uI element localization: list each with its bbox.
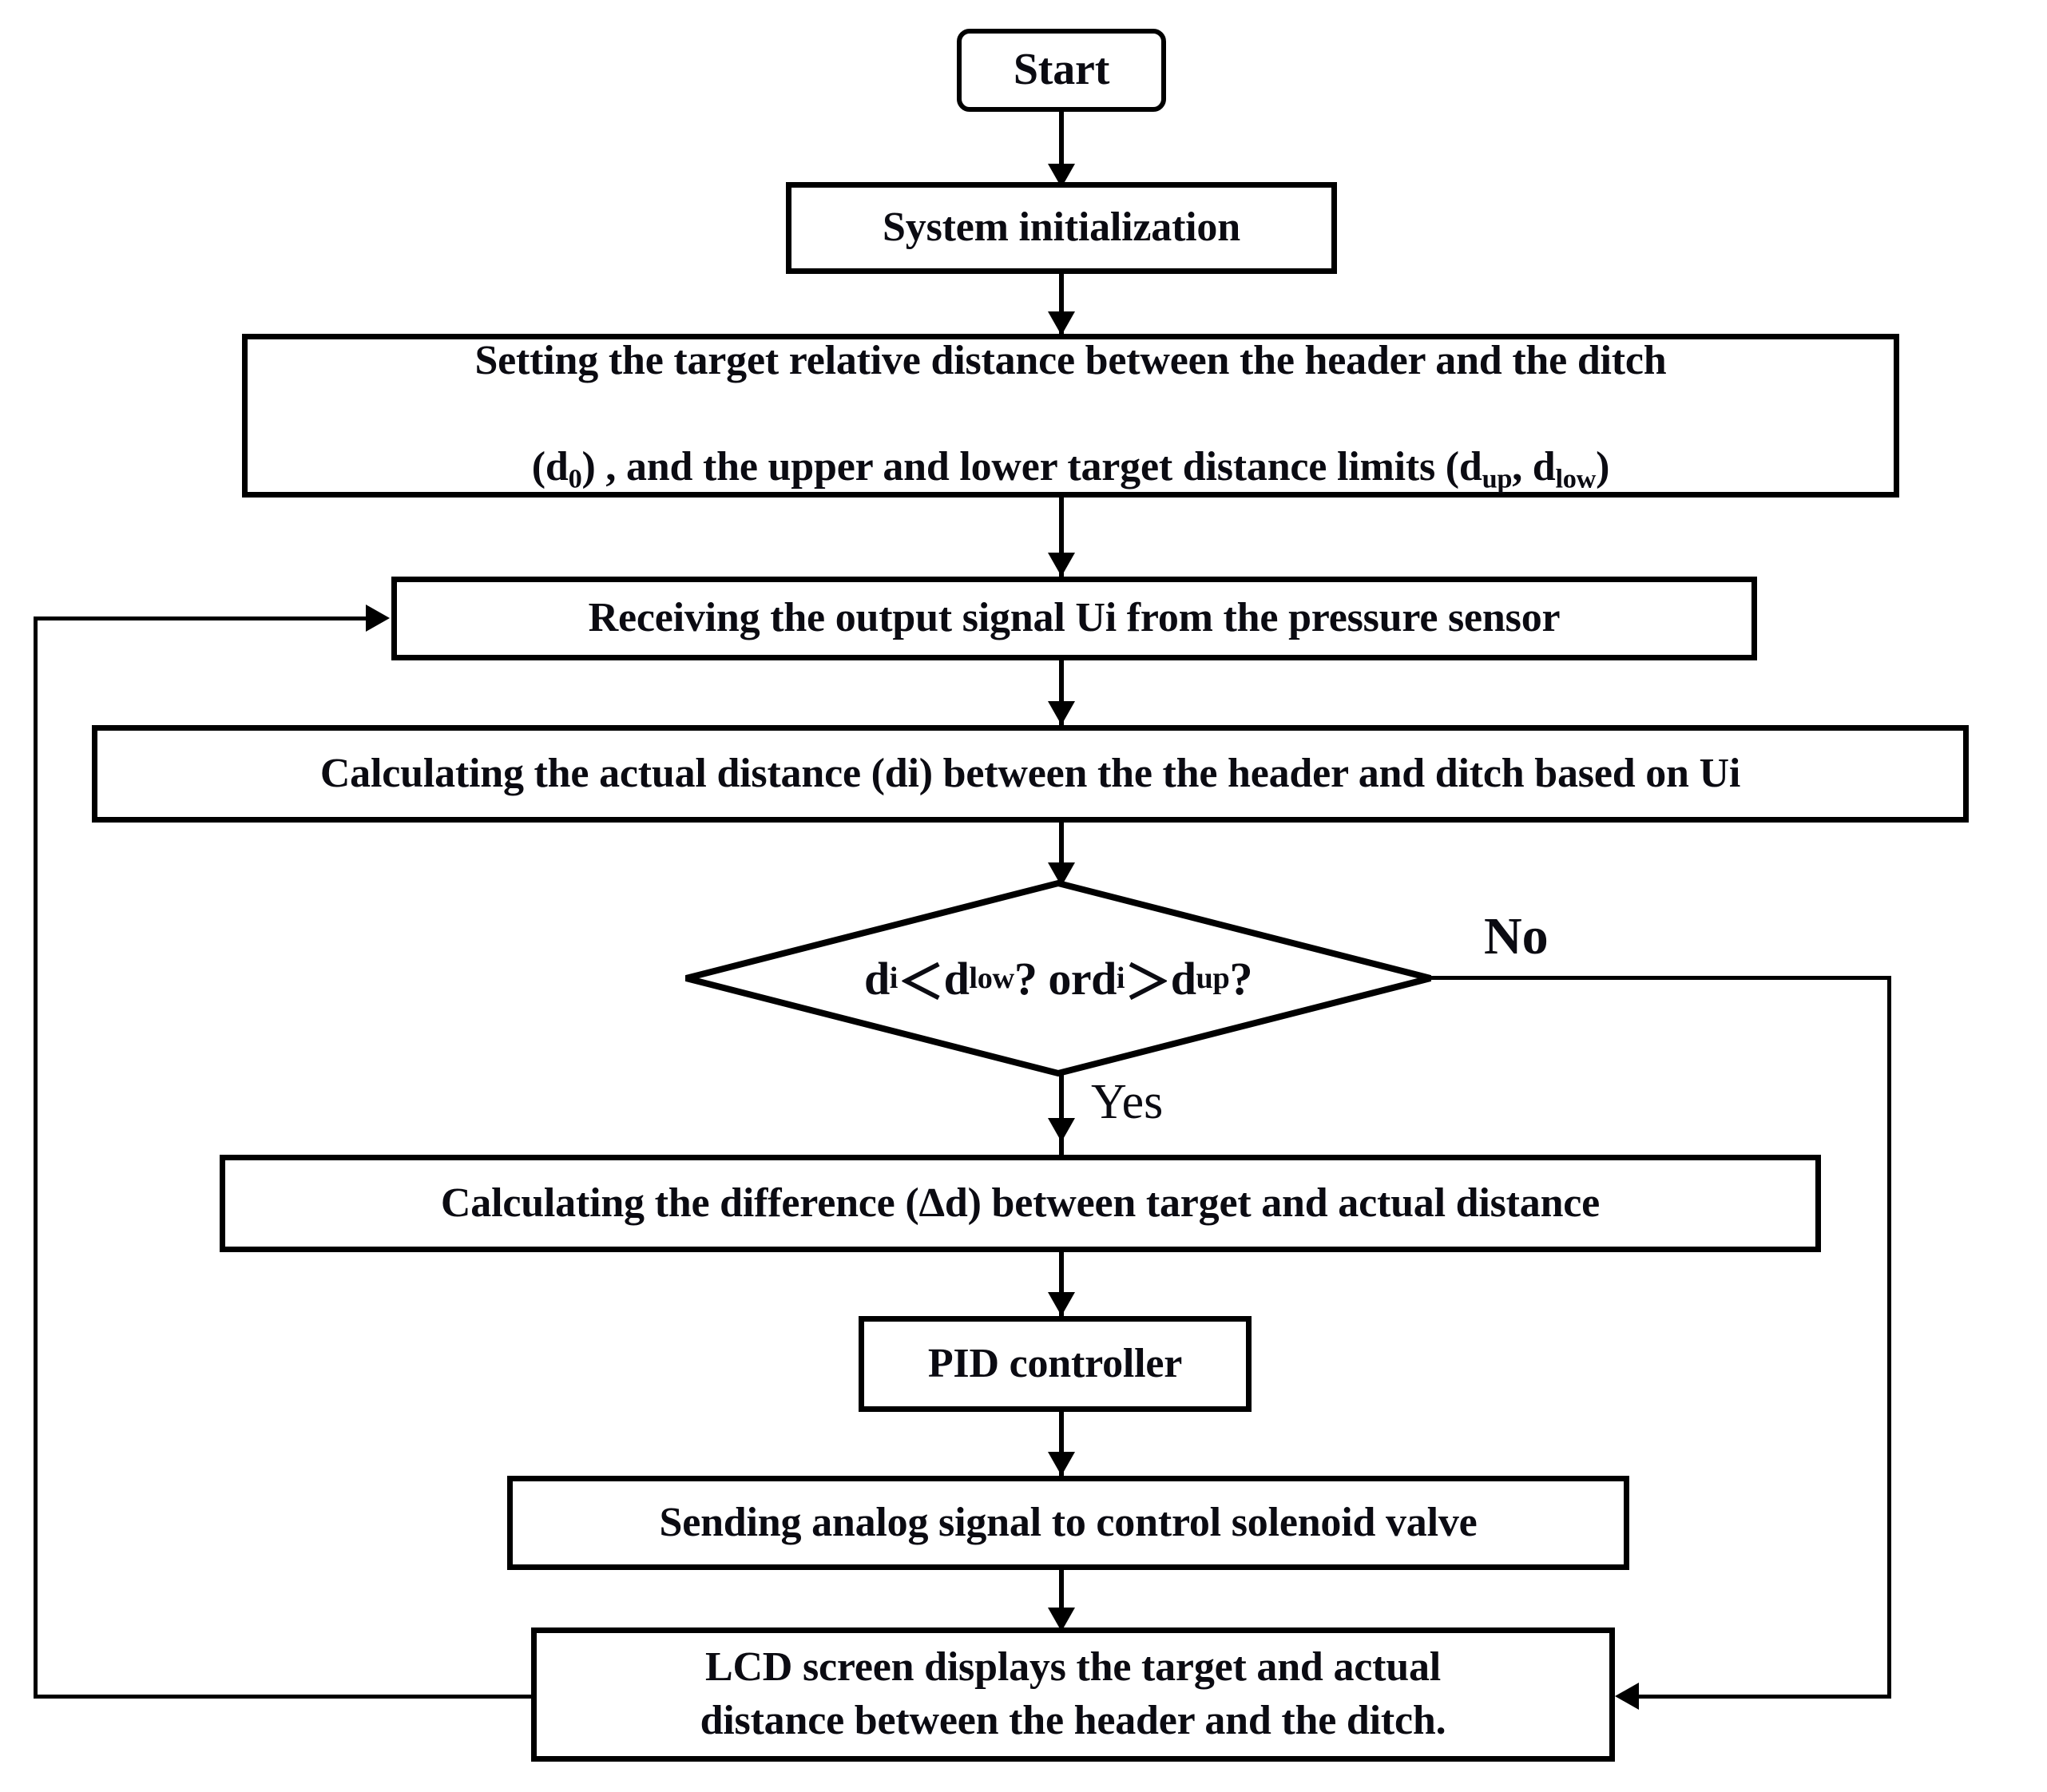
node-calculating-difference[interactable]: Calculating the difference (Δd) between … xyxy=(220,1155,1821,1252)
decision-di-1: d xyxy=(864,952,890,1005)
arrowhead-decision-yes xyxy=(1048,1118,1075,1142)
branch-label-no: No xyxy=(1484,907,1549,965)
connector-start-to-init xyxy=(1059,112,1064,182)
setting-sub-low: low xyxy=(1555,463,1597,494)
arrowhead-receive-to-calcdist xyxy=(1048,701,1075,725)
arrowhead-pid-to-send xyxy=(1048,1452,1075,1476)
decision-diamond-shape xyxy=(685,879,1431,1077)
connector-decision-no-horizontal xyxy=(1430,976,1891,980)
node-start-label: Start xyxy=(1013,45,1110,95)
node-lcd-display[interactable]: LCD screen displays the target and actua… xyxy=(531,1627,1615,1762)
connector-calcdiff-to-pid xyxy=(1059,1252,1064,1326)
node-receiving-signal-label: Receiving the output signal Ui from the … xyxy=(588,595,1561,641)
decision-sub-i-1: i xyxy=(889,961,899,995)
decision-sub-up: up xyxy=(1196,961,1230,995)
connector-init-to-setting xyxy=(1059,274,1064,343)
node-system-initialization[interactable]: System initialization xyxy=(786,182,1337,274)
decision-di-2: d xyxy=(1091,952,1117,1005)
node-sending-analog-signal[interactable]: Sending analog signal to control solenoi… xyxy=(507,1476,1629,1570)
connector-feedback-into-receive xyxy=(34,616,369,620)
node-lcd-display-label: LCD screen displays the target and actua… xyxy=(700,1644,1446,1743)
connector-receive-to-calcdist xyxy=(1059,660,1064,736)
connector-feedback-vertical xyxy=(34,616,38,1699)
decision-dlow: d xyxy=(943,952,970,1005)
setting-close-paren: ) xyxy=(1596,443,1610,490)
connector-decision-no-to-lcd xyxy=(1637,1695,1891,1699)
setting-mid-text: ) , and the upper and lower target dista… xyxy=(581,443,1482,490)
arrowhead-calcdiff-to-pid xyxy=(1048,1292,1075,1316)
arrowhead-no-into-lcd xyxy=(1615,1683,1639,1710)
node-sending-analog-signal-label: Sending analog signal to control solenoi… xyxy=(659,1499,1478,1545)
node-setting-target-distances[interactable]: Setting the target relative distance bet… xyxy=(242,334,1899,498)
decision-sub-i-2: i xyxy=(1116,961,1125,995)
connector-lcd-to-feedback-horizontal xyxy=(34,1695,533,1699)
setting-sub-up: up xyxy=(1482,463,1513,494)
node-calculating-actual-distance-label: Calculating the actual distance (di) bet… xyxy=(319,750,1741,796)
node-system-initialization-label: System initialization xyxy=(883,204,1240,251)
node-calculating-actual-distance[interactable]: Calculating the actual distance (di) bet… xyxy=(92,725,1969,823)
connector-decision-no-vertical xyxy=(1887,976,1891,1697)
setting-d0-open: (d xyxy=(531,443,569,490)
setting-comma-d: , d xyxy=(1512,443,1556,490)
connector-decision-yes xyxy=(1059,1073,1064,1156)
connector-pid-to-send xyxy=(1059,1412,1064,1485)
decision-operator-lt: ＜ xyxy=(898,957,944,1009)
decision-dup: d xyxy=(1170,952,1196,1005)
node-calculating-difference-label: Calculating the difference (Δd) between … xyxy=(440,1179,1601,1226)
node-setting-line-2: (d0) , and the upper and lower target di… xyxy=(518,387,1624,497)
node-start[interactable]: Start xyxy=(957,29,1166,112)
branch-label-yes: Yes xyxy=(1091,1075,1164,1129)
connector-calcdist-to-decision xyxy=(1059,823,1064,896)
decision-question-end: ? xyxy=(1229,952,1253,1005)
node-pid-controller[interactable]: PID controller xyxy=(859,1316,1252,1412)
arrowhead-feedback-into-receive xyxy=(366,605,390,632)
decision-operator-gt: ＞ xyxy=(1125,957,1171,1009)
arrowhead-init-to-setting xyxy=(1048,311,1075,335)
connector-setting-to-receive xyxy=(1059,498,1064,585)
decision-sub-low: low xyxy=(969,961,1014,995)
node-receiving-signal[interactable]: Receiving the output signal Ui from the … xyxy=(391,577,1757,660)
setting-sub-zero: 0 xyxy=(568,463,582,494)
node-pid-controller-label: PID controller xyxy=(927,1340,1183,1386)
arrowhead-setting-to-receive xyxy=(1048,553,1075,577)
decision-question-or: ? or xyxy=(1014,952,1092,1005)
node-setting-line-1: Setting the target relative distance bet… xyxy=(474,337,1667,383)
